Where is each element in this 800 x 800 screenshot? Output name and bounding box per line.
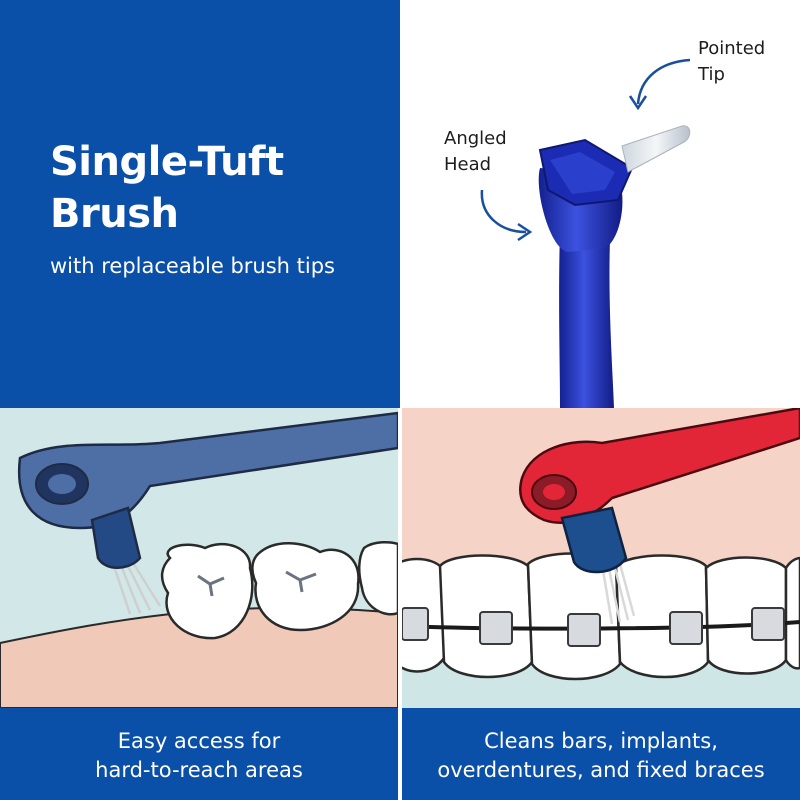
brush-head: [90, 506, 142, 569]
callout-angled-head: Angled Head: [444, 126, 507, 178]
product-subtitle: with replaceable brush tips: [50, 254, 335, 278]
product-title: Single-Tuft Brush: [50, 136, 284, 240]
brush-head: [560, 506, 628, 574]
panel-divider: [398, 408, 402, 800]
arrow-icon: [480, 189, 527, 234]
arrow-icon: [636, 58, 691, 105]
bracket-icon: [402, 607, 785, 647]
callout-angled-line-1: Angled: [444, 128, 507, 149]
callout-pointed-tip: Pointed Tip: [698, 36, 765, 88]
callout-pointed-line-2: Tip: [698, 64, 725, 85]
callout-angled-line-2: Head: [444, 154, 492, 175]
caption-left-line-2: hard-to-reach areas: [95, 758, 303, 782]
braces-illustration: [402, 408, 800, 708]
brush-handle: [559, 230, 614, 408]
title-line-2: Brush: [50, 191, 179, 237]
caption-right-line-1: Cleans bars, implants,: [484, 729, 718, 753]
caption-right: Cleans bars, implants, overdentures, and…: [402, 708, 800, 800]
braces-illustration-panel: Cleans bars, implants, overdentures, and…: [402, 408, 800, 800]
callout-pointed-line-1: Pointed: [698, 38, 766, 59]
caption-right-line-2: overdentures, and fixed braces: [437, 758, 765, 782]
caption-left-line-1: Easy access for: [117, 729, 281, 753]
toothbrush-icon: [480, 58, 691, 408]
product-photo-panel: [400, 0, 800, 408]
molar-illustration-panel: Easy access for hard-to-reach areas: [0, 408, 398, 800]
brush-arm: [17, 411, 398, 530]
molar-illustration: [0, 411, 398, 708]
tooth-icon: [160, 541, 398, 640]
title-panel: Single-Tuft Brush with replaceable brush…: [0, 0, 400, 408]
bristle-tuft: [621, 125, 691, 173]
brush-arm: [519, 408, 800, 525]
bristle-tuft: [600, 563, 636, 625]
caption-left: Easy access for hard-to-reach areas: [0, 708, 398, 800]
title-line-1: Single-Tuft: [50, 139, 284, 185]
